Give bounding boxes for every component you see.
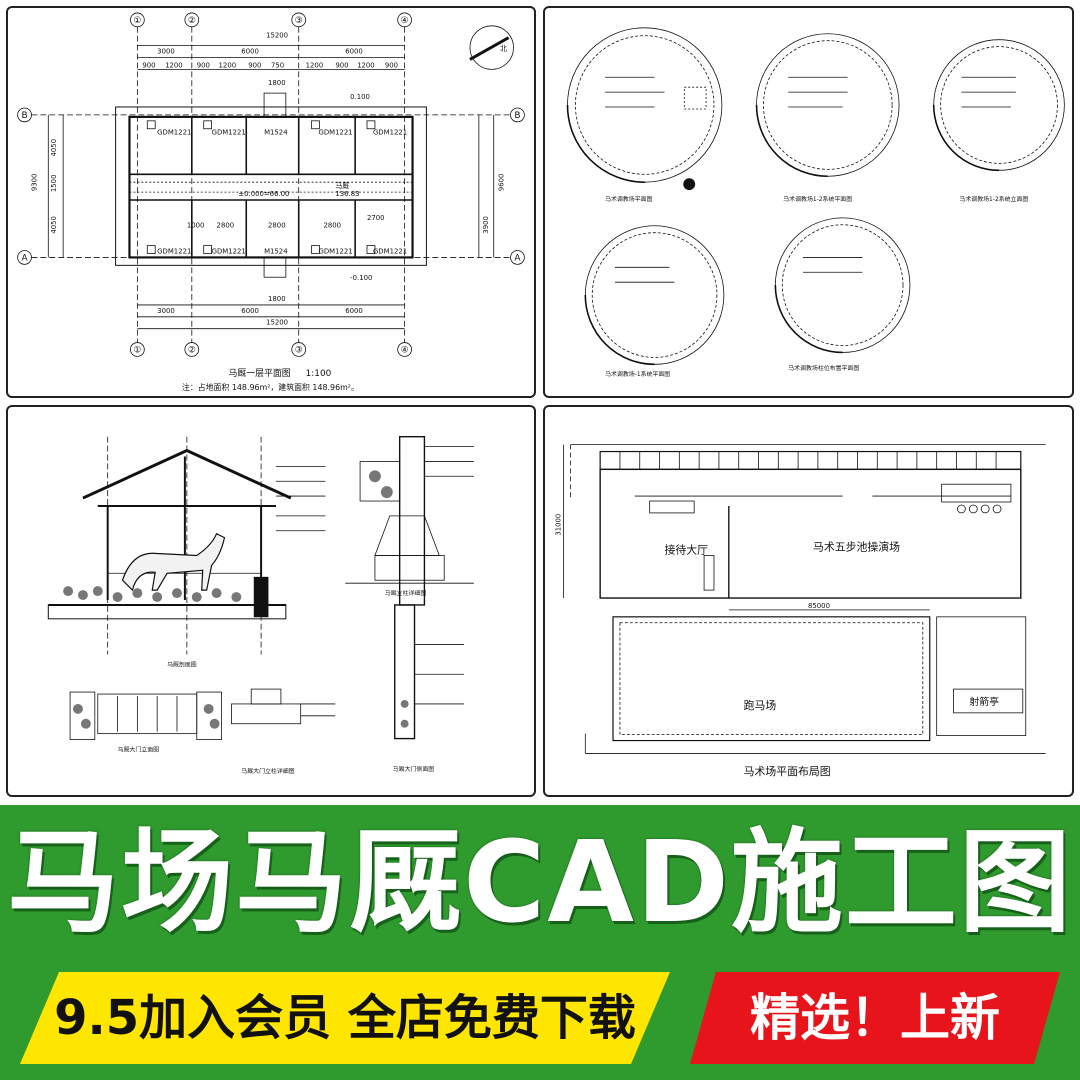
axis-label: ② bbox=[188, 345, 196, 355]
inner-dim: 1000 bbox=[187, 222, 205, 230]
racecourse-label: 跑马场 bbox=[744, 698, 777, 712]
drill-arena-label: 马术五步池操演场 bbox=[813, 540, 900, 554]
bay-dim: 3000 bbox=[157, 48, 175, 56]
site-caption: 马术场平面布局图 bbox=[744, 764, 831, 778]
room-top: M1524 bbox=[264, 129, 288, 137]
inner-dim: 2800 bbox=[217, 222, 235, 230]
axis-label: A bbox=[514, 253, 521, 263]
member-promo-badge: 9.5加入会员 全店免费下载 bbox=[20, 972, 670, 1064]
arena-label: 马术调教场-1系统平面图 bbox=[605, 370, 670, 378]
sub-dim: 1200 bbox=[165, 61, 183, 69]
axis-label: ① bbox=[133, 16, 141, 26]
bay-dim: 6000 bbox=[345, 307, 363, 315]
floor-plan-panel: 15200 15200 3000 6000 6000 3000 6000 600… bbox=[6, 6, 536, 398]
site-plan-drawing: 接待大厅 马术五步池操演场 跑马场 射箭亭 31000 85000 马术场平面布… bbox=[555, 444, 1046, 778]
overall-width-dim: 15200 bbox=[266, 32, 288, 40]
archery-pavilion-label: 射箭亭 bbox=[969, 695, 999, 708]
bay-dim: 3000 bbox=[157, 307, 175, 315]
level-center: ±0.000=66.00 bbox=[238, 190, 289, 198]
area-note: 注：占地面积 148.96m²，建筑面积 148.96m²。 bbox=[182, 382, 359, 392]
side-dim: 9600 bbox=[498, 174, 506, 192]
sub-dim: 1200 bbox=[357, 61, 375, 69]
inner-dim: 2700 bbox=[367, 214, 385, 222]
bay-dim: 6000 bbox=[345, 48, 363, 56]
arena-plans-drawing: 马术调教场平面图 马术调教场1-2系统平面图 马术调教场1-2系统立面图 马术调… bbox=[566, 27, 1065, 378]
side-dim: 1500 bbox=[50, 175, 58, 193]
site-plan-panel: 接待大厅 马术五步池操演场 跑马场 射箭亭 31000 85000 马术场平面布… bbox=[543, 405, 1074, 797]
section-caption: 马厩大门侧面图 bbox=[393, 765, 435, 773]
axis-label: ③ bbox=[295, 16, 303, 26]
sub-dim: 900 bbox=[248, 61, 261, 69]
arena-label: 马术调教场平面图 bbox=[605, 195, 652, 203]
arena-label: 马术调教场柱位布置平面图 bbox=[788, 364, 859, 372]
axis-label: ② bbox=[188, 16, 196, 26]
inner-dim: 2800 bbox=[268, 222, 286, 230]
section-caption: 马厩立柱详细图 bbox=[385, 589, 427, 597]
side-dim: 3900 bbox=[482, 216, 490, 234]
section-caption: 马厩大门立面图 bbox=[118, 745, 160, 753]
axis-label: ④ bbox=[401, 345, 409, 355]
section-caption: 马厩大门立柱详细图 bbox=[241, 767, 294, 775]
room-bottom: GDM1221 bbox=[319, 247, 353, 255]
axis-label: ③ bbox=[295, 345, 303, 355]
plan-scale: 1:100 bbox=[306, 369, 332, 379]
site-dim: 85000 bbox=[808, 602, 830, 610]
plan-caption: 马厩一层平面图 bbox=[228, 368, 290, 379]
new-arrival-badge: 精选！上新 bbox=[690, 972, 1060, 1064]
bay-dim: 6000 bbox=[241, 307, 259, 315]
room-bottom: GDM1221 bbox=[212, 247, 246, 255]
side-dim: 4050 bbox=[50, 216, 58, 234]
axis-label: ① bbox=[133, 345, 141, 355]
section-details-panel: 马厩剖面图 马厩立柱详细图 马厩大门立面图 马厩大门立柱详细图 马厩大门侧面图 bbox=[6, 405, 536, 797]
axis-label: B bbox=[514, 111, 520, 121]
bay-dim: 6000 bbox=[241, 48, 259, 56]
stable-value: 136.83 bbox=[335, 190, 359, 198]
room-top: GDM1221 bbox=[373, 129, 407, 137]
arena-label: 马术调教场1-2系统平面图 bbox=[783, 195, 852, 203]
arena-label: 马术调教场1-2系统立面图 bbox=[959, 195, 1028, 203]
room-top: GDM1221 bbox=[212, 129, 246, 137]
floor-plan-drawing: 15200 15200 3000 6000 6000 3000 6000 600… bbox=[17, 12, 525, 392]
inner-dim: 2800 bbox=[323, 222, 341, 230]
room-bottom: GDM1221 bbox=[157, 247, 191, 255]
room-bottom: GDM1221 bbox=[373, 247, 407, 255]
level-bottom: -0.100 bbox=[350, 274, 372, 282]
sub-dim: 900 bbox=[385, 61, 398, 69]
section-details-drawing: 马厩剖面图 马厩立柱详细图 马厩大门立面图 马厩大门立柱详细图 马厩大门侧面图 bbox=[47, 436, 474, 775]
north-label: 北 bbox=[500, 45, 507, 53]
reception-hall-label: 接待大厅 bbox=[664, 542, 708, 556]
room-top: GDM1221 bbox=[319, 129, 353, 137]
sub-dim: 900 bbox=[142, 61, 155, 69]
horse-silhouette bbox=[121, 532, 226, 592]
sub-dim: 750 bbox=[271, 61, 284, 69]
sub-dim: 1200 bbox=[219, 61, 237, 69]
room-bottom: M1524 bbox=[264, 247, 288, 255]
door-dim-bottom: 1800 bbox=[268, 295, 286, 303]
room-top: GDM1221 bbox=[157, 129, 191, 137]
overall-width-dim-bottom: 15200 bbox=[266, 319, 288, 327]
axis-label: B bbox=[21, 111, 27, 121]
side-dim: 9300 bbox=[30, 174, 38, 192]
sub-dim: 900 bbox=[197, 61, 210, 69]
axis-label: A bbox=[21, 253, 28, 263]
site-dim: 31000 bbox=[555, 514, 563, 536]
page-title: 马场马厩CAD施工图 bbox=[7, 818, 1073, 948]
sub-dim: 900 bbox=[335, 61, 348, 69]
level-top: 0.100 bbox=[350, 93, 370, 101]
arena-plans-panel: 马术调教场平面图 马术调教场1-2系统平面图 马术调教场1-2系统立面图 马术调… bbox=[543, 6, 1074, 398]
side-dim: 4050 bbox=[50, 139, 58, 157]
sub-dim: 1200 bbox=[306, 61, 324, 69]
axis-label: ④ bbox=[401, 16, 409, 26]
stable-label: 马厩 bbox=[335, 182, 349, 190]
section-caption: 马厩剖面图 bbox=[167, 660, 197, 668]
door-dim: 1800 bbox=[268, 79, 286, 87]
